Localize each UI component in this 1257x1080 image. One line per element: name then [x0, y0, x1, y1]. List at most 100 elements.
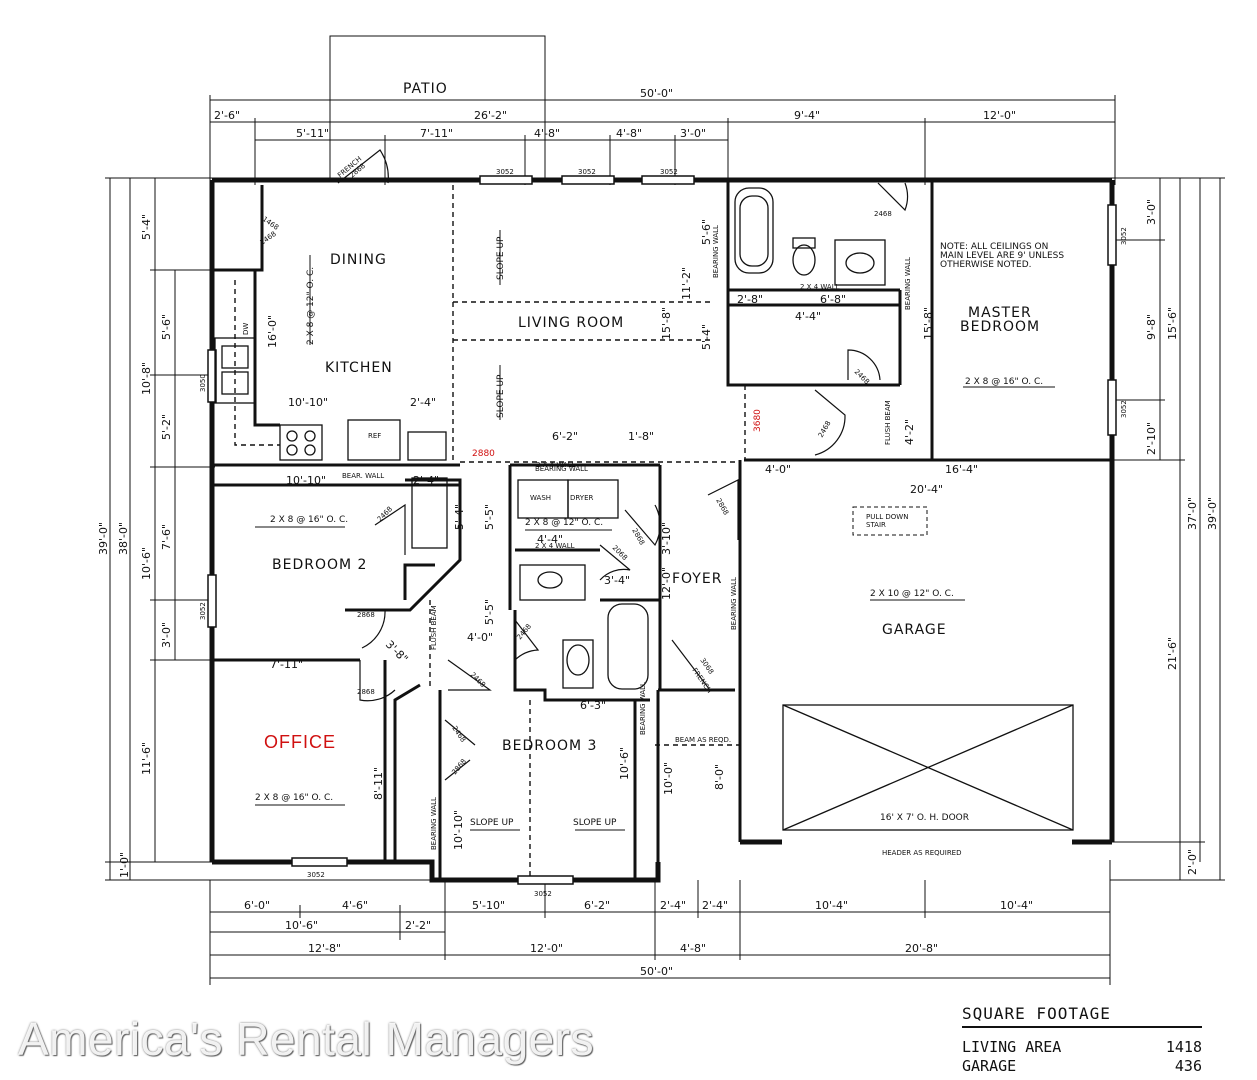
dim-i-6-8: 6'-8" [820, 293, 846, 306]
door-2468-mbr: 2468 [874, 210, 892, 218]
note-2x4-3: 2 X 4 WALL [535, 542, 575, 550]
window-3052-c: 3052 [660, 168, 678, 176]
dim-i-4-0: 4'-0" [765, 463, 791, 476]
dim-b-20-8: 20'-8" [905, 942, 938, 955]
dim-i-8-0: 8'-0" [713, 764, 726, 790]
dim-r-15-6: 15'-6" [1166, 307, 1179, 340]
dim-i-2-8: 2'-8" [737, 293, 763, 306]
dim-top-total: 50'-0" [640, 87, 673, 100]
label-foyer: FOYER [672, 571, 722, 587]
joist-arrows [255, 230, 1055, 831]
sqft-living-label: LIVING AREA [962, 1038, 1062, 1056]
note-bearing-5: BEARING WALL [639, 682, 647, 735]
windows [207, 175, 1117, 885]
note-joist-bed2: 2 X 8 @ 16" O. C. [270, 515, 348, 525]
dim-b-4-6: 4'-6" [342, 899, 368, 912]
note-ceiling-3: OTHERWISE NOTED. [940, 260, 1032, 270]
dim-i-7-11: 7'-11" [270, 658, 303, 671]
dim-3-0: 3'-0" [680, 127, 706, 140]
dim-r-9-8: 9'-8" [1145, 314, 1158, 340]
dim-b-4-8: 4'-8" [680, 942, 706, 955]
note-bearing-4: BEARING WALL [430, 797, 438, 850]
beams [234, 185, 746, 880]
dim-i-11-2: 11'-2" [680, 267, 693, 300]
top-dimensions [209, 95, 1116, 470]
note-2x4-2: 2 X 4 WALL [536, 461, 576, 469]
window-3052-g: 3052 [307, 871, 325, 879]
dim-b-2-4a: 2'-4" [660, 899, 686, 912]
door-2468-closet: 2468 [853, 368, 871, 386]
label-bedroom3: BEDROOM 3 [502, 738, 597, 754]
window-3052-b: 3052 [578, 168, 596, 176]
sqft-title: SQUARE FOOTAGE [962, 1004, 1202, 1028]
dim-r-37-0: 37'-0" [1186, 497, 1199, 530]
dim-i-5-5b: 5'-5" [483, 599, 496, 625]
dim-l-39-0: 39'-0" [97, 522, 110, 555]
dim-i-3-4: 3'-4" [604, 574, 630, 587]
label-ref: REF [368, 432, 381, 440]
label-patio: PATIO [403, 81, 448, 97]
dim-4-8a: 4'-8" [534, 127, 560, 140]
note-garage-door: 16' X 7' O. H. DOOR [880, 813, 969, 823]
dim-r-3-0: 3'-0" [1145, 199, 1158, 225]
dim-b-10-4a: 10'-4" [815, 899, 848, 912]
dim-r-21-6: 21'-6" [1166, 637, 1179, 670]
door-2868-foyer: 2868 [714, 497, 730, 516]
door-2468-bath: 2468 [515, 622, 533, 641]
dim-i-6-2: 6'-2" [552, 430, 578, 443]
dim-l-5-6: 5'-6" [160, 314, 173, 340]
dim-i-2-4b: 2'-4" [413, 474, 439, 487]
label-garage: GARAGE [882, 622, 947, 638]
right-dimensions [1110, 177, 1225, 881]
dim-l-10-6: 10'-6" [140, 547, 153, 580]
note-slope-up-1: SLOPE UP [496, 236, 506, 280]
label-bedroom2: BEDROOM 2 [272, 557, 367, 573]
note-beam: BEAM AS REQD. [675, 736, 731, 744]
dim-l-38-0: 38'-0" [117, 522, 130, 555]
label-wash: WASH [530, 494, 551, 502]
note-ceiling-2: MAIN LEVEL ARE 9' UNLESS [940, 251, 1064, 261]
note-3680: 3680 [753, 409, 763, 432]
sqft-garage-value: 436 [1174, 1057, 1202, 1075]
note-bearing-1: BEARING WALL [712, 225, 720, 278]
dim-i-2-4: 2'-4" [410, 396, 436, 409]
window-3052-e: 3052 [1120, 227, 1128, 245]
dim-r-2-0: 2'-0" [1186, 849, 1199, 875]
dim-9-4: 9'-4" [794, 109, 820, 122]
bottom-dimensions [209, 860, 1111, 985]
dim-i-4-4b: 4'-4" [537, 533, 563, 546]
dim-i-8-11: 8'-11" [372, 767, 385, 800]
window-3052-f: 3052 [1120, 400, 1128, 418]
dim-i-10-10b: 10'-10" [286, 474, 326, 487]
dim-b-6-0: 6'-0" [244, 899, 270, 912]
label-master-1: MASTER [968, 305, 1032, 321]
dim-l-10-8: 10'-8" [140, 362, 153, 395]
note-2880: 2880 [472, 449, 495, 459]
note-bearing-2: BEARING WALL [904, 257, 912, 310]
dim-12-0: 12'-0" [983, 109, 1016, 122]
sqft-living-value: 1418 [1165, 1038, 1202, 1056]
left-dimensions [105, 177, 445, 881]
dim-i-6-3: 6'-3" [580, 699, 606, 712]
note-header: HEADER AS REQUIRED [882, 849, 962, 857]
dim-5-11: 5'-11" [296, 127, 329, 140]
dim-r-39-0: 39'-0" [1206, 497, 1219, 530]
dim-4-8b: 4'-8" [616, 127, 642, 140]
dim-l-11-6: 11'-6" [140, 742, 153, 775]
door-2868-bed3: 2868 [450, 757, 468, 776]
dim-i-4-2: 4'-2" [903, 419, 916, 445]
dim-r-2-10: 2'-10" [1145, 422, 1158, 455]
note-bearing-3: BEARING WALL [730, 577, 738, 630]
door-2468-bed3b: 2468 [450, 725, 467, 744]
label-kitchen: KITCHEN [325, 360, 393, 376]
door-2868-laundry: 2868 [630, 527, 646, 546]
dim-l-3-0: 3'-0" [160, 622, 173, 648]
note-joist-garage: 2 X 10 @ 12" O. C. [870, 589, 954, 599]
dim-i-10-10c: 10'-10" [452, 810, 465, 850]
note-pull-down-1: PULL DOWN [866, 513, 908, 521]
label-office: OFFICE [264, 732, 336, 752]
note-slope-up-3: SLOPE UP [470, 818, 514, 828]
label-dining: DINING [330, 252, 387, 268]
dim-b-2-2: 2'-2" [405, 919, 431, 932]
